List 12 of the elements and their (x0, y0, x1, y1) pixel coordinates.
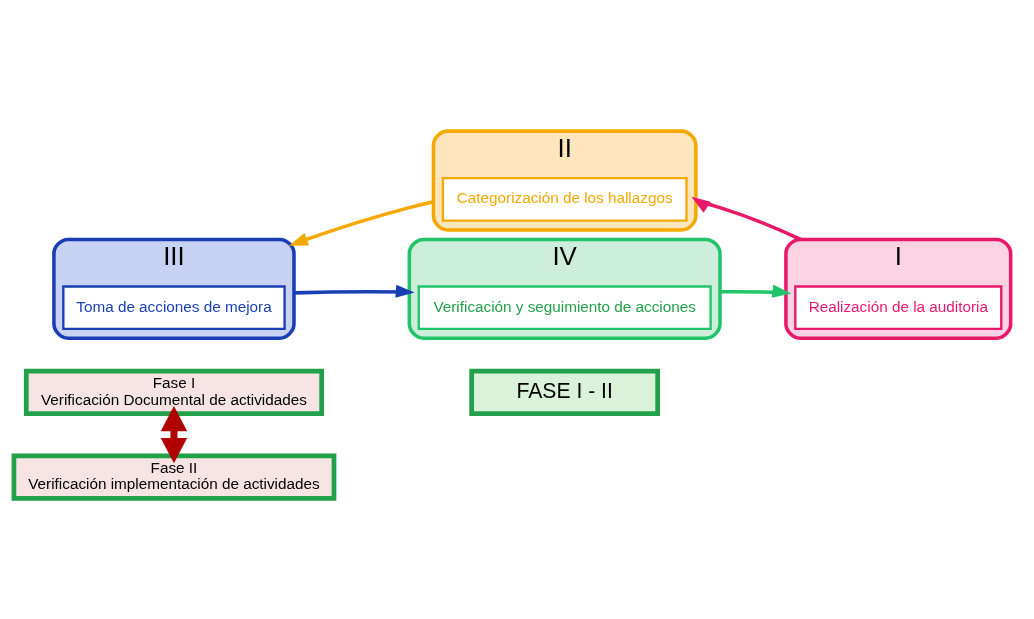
arrow (160, 405, 188, 463)
node-box: Fase II Verificación implementación de actividades (11, 453, 337, 501)
node-box: Categorización de los hallazgos (441, 176, 688, 222)
arrow (691, 196, 802, 241)
arrow (288, 199, 434, 246)
arrow (293, 284, 415, 298)
node-box: Fase I Verificación Documental de actividades (23, 368, 324, 416)
node-box: Realización de la auditoria (794, 284, 1003, 330)
node-box: FASE I - II (469, 368, 660, 416)
arrow (720, 284, 792, 298)
node-box: Toma de acciones de mejora (62, 284, 286, 330)
node-box: Verificación y seguimiento de acciones (417, 284, 712, 330)
